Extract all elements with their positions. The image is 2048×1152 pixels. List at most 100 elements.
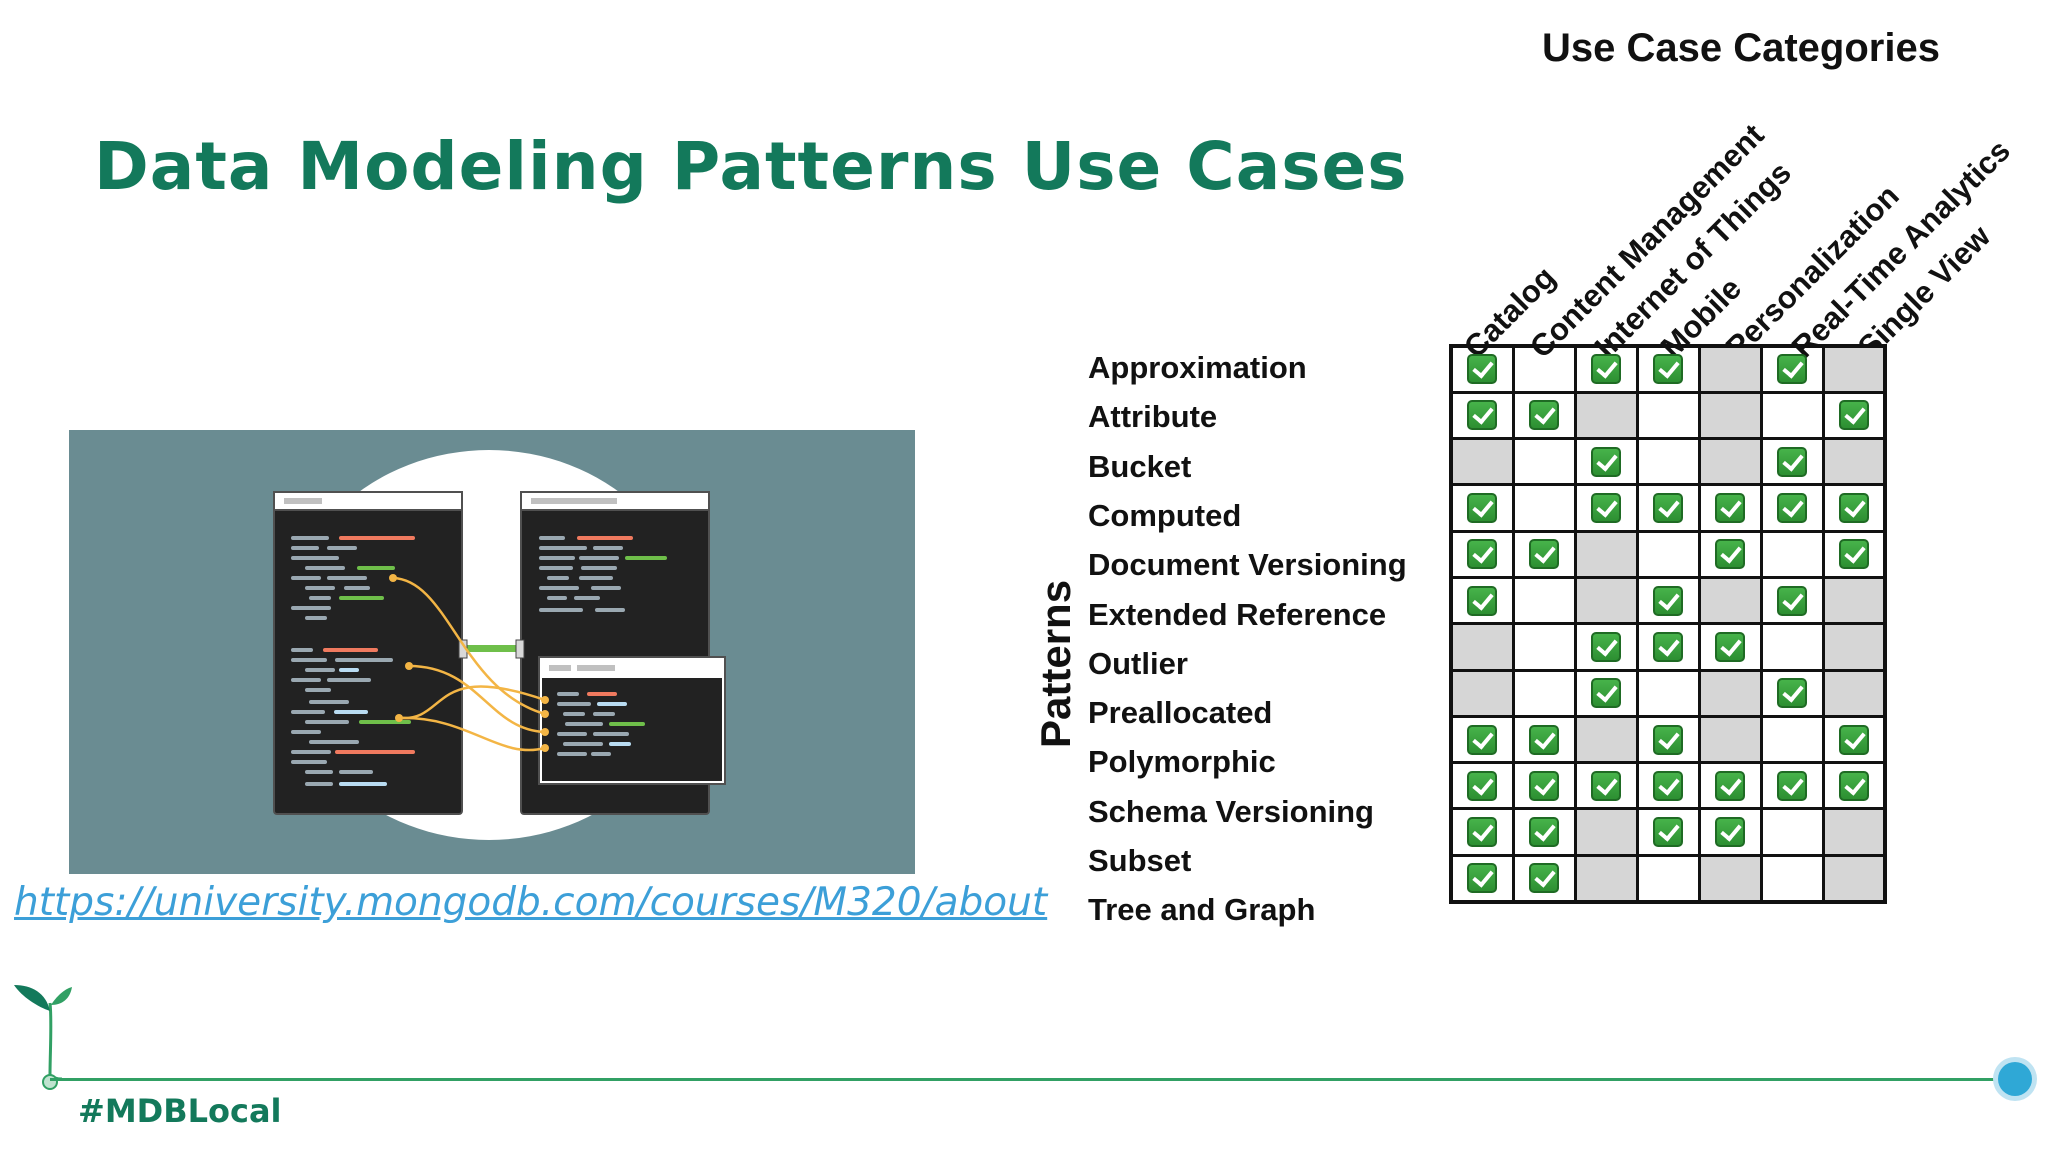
matrix-cell bbox=[1511, 807, 1577, 857]
course-link[interactable]: https://university.mongodb.com/courses/M… bbox=[14, 880, 1048, 925]
green-checkbox-icon bbox=[1467, 354, 1498, 385]
matrix-cell bbox=[1573, 575, 1639, 626]
green-checkbox-icon bbox=[1838, 493, 1869, 524]
matrix-cell bbox=[1635, 483, 1701, 533]
matrix-cell bbox=[1697, 437, 1763, 487]
matrix-cell bbox=[1573, 437, 1639, 487]
matrix-cell bbox=[1511, 668, 1577, 718]
matrix-cell bbox=[1573, 344, 1639, 394]
green-checkbox-icon bbox=[1591, 493, 1621, 524]
matrix-cell bbox=[1821, 668, 1887, 718]
green-checkbox-icon bbox=[1653, 724, 1683, 755]
matrix-cell bbox=[1449, 807, 1515, 857]
patterns-axis-label: Patterns bbox=[1032, 579, 1079, 748]
matrix-cell bbox=[1759, 437, 1825, 487]
matrix-cell bbox=[1759, 853, 1825, 904]
matrix-cell bbox=[1821, 344, 1887, 394]
matrix-cell bbox=[1449, 714, 1515, 765]
matrix-cell bbox=[1573, 622, 1639, 672]
row-label: Tree and Graph bbox=[1088, 892, 1316, 928]
green-checkbox-icon bbox=[1653, 817, 1683, 848]
green-checkbox-icon bbox=[1529, 400, 1559, 431]
matrix-cell bbox=[1821, 390, 1887, 441]
green-checkbox-icon bbox=[1467, 724, 1498, 755]
table-row bbox=[1449, 575, 1887, 626]
matrix-cell bbox=[1449, 575, 1515, 626]
row-label: Polymorphic bbox=[1088, 744, 1276, 780]
green-checkbox-icon bbox=[1777, 446, 1807, 477]
green-checkbox-icon bbox=[1777, 585, 1807, 616]
matrix-cell bbox=[1821, 853, 1887, 904]
table-row bbox=[1449, 622, 1887, 672]
green-checkbox-icon bbox=[1467, 493, 1498, 524]
green-checkbox-icon bbox=[1715, 631, 1745, 662]
matrix-cell bbox=[1697, 390, 1763, 441]
sprout-icon bbox=[14, 985, 72, 1090]
matrix-cell bbox=[1511, 483, 1577, 533]
matrix-cell bbox=[1635, 575, 1701, 626]
matrix-cell bbox=[1511, 390, 1577, 441]
green-checkbox-icon bbox=[1715, 817, 1745, 848]
row-label: Subset bbox=[1088, 843, 1192, 878]
row-label: Extended Reference bbox=[1088, 596, 1387, 632]
green-checkbox-icon bbox=[1529, 770, 1559, 801]
footer-line bbox=[50, 1078, 2015, 1081]
green-checkbox-icon bbox=[1777, 354, 1807, 385]
green-checkbox-icon bbox=[1838, 770, 1869, 801]
green-checkbox-icon bbox=[1591, 631, 1621, 662]
matrix-cell bbox=[1449, 529, 1515, 579]
matrix-cell bbox=[1511, 853, 1577, 904]
table-row bbox=[1449, 714, 1887, 765]
matrix-cell bbox=[1573, 529, 1639, 579]
matrix-cell bbox=[1821, 483, 1887, 533]
matrix-cell bbox=[1697, 807, 1763, 857]
matrix-cell bbox=[1635, 437, 1701, 487]
green-checkbox-icon bbox=[1529, 539, 1559, 570]
row-label: Bucket bbox=[1088, 448, 1192, 484]
matrix-cell bbox=[1821, 807, 1887, 857]
row-label: Attribute bbox=[1088, 399, 1218, 435]
matrix-cell bbox=[1511, 714, 1577, 765]
matrix-cell bbox=[1821, 529, 1887, 579]
green-checkbox-icon bbox=[1529, 863, 1559, 894]
matrix-cell bbox=[1573, 761, 1639, 811]
row-label: Preallocated bbox=[1088, 695, 1273, 731]
row-label: Computed bbox=[1088, 497, 1242, 533]
matrix-cell bbox=[1573, 807, 1639, 857]
matrix-cell bbox=[1449, 622, 1515, 672]
green-checkbox-icon bbox=[1467, 585, 1498, 616]
matrix-cell bbox=[1821, 622, 1887, 672]
green-checkbox-icon bbox=[1529, 724, 1559, 755]
event-hashtag: #MDBLocal bbox=[78, 1092, 282, 1130]
matrix-cell bbox=[1759, 390, 1825, 441]
matrix-cell bbox=[1573, 714, 1639, 765]
green-checkbox-icon bbox=[1591, 354, 1621, 385]
matrix-cell bbox=[1511, 437, 1577, 487]
matrix-cell bbox=[1511, 529, 1577, 579]
matrix-cell bbox=[1511, 622, 1577, 672]
green-checkbox-icon bbox=[1838, 724, 1869, 755]
matrix-cell bbox=[1821, 437, 1887, 487]
table-row bbox=[1449, 437, 1887, 487]
matrix-cell bbox=[1697, 575, 1763, 626]
row-label: Approximation bbox=[1088, 350, 1307, 385]
matrix-cell bbox=[1449, 344, 1515, 394]
green-checkbox-icon bbox=[1591, 678, 1621, 709]
matrix-cell bbox=[1635, 761, 1701, 811]
table-row bbox=[1449, 668, 1887, 718]
slide-title: Data Modeling Patterns Use Cases bbox=[94, 128, 1408, 205]
matrix-cell bbox=[1759, 622, 1825, 672]
matrix-cell bbox=[1511, 344, 1577, 394]
matrix-cell bbox=[1697, 529, 1763, 579]
matrix-cell bbox=[1635, 622, 1701, 672]
matrix-cell bbox=[1573, 483, 1639, 533]
row-label: Outlier bbox=[1088, 645, 1188, 681]
matrix-cell bbox=[1635, 529, 1701, 579]
green-checkbox-icon bbox=[1653, 631, 1683, 662]
table-row bbox=[1449, 390, 1887, 441]
green-checkbox-icon bbox=[1838, 539, 1869, 570]
matrix-cell bbox=[1635, 344, 1701, 394]
matrix-cell bbox=[1635, 714, 1701, 765]
matrix-cell bbox=[1697, 761, 1763, 811]
matrix-cell bbox=[1573, 668, 1639, 718]
